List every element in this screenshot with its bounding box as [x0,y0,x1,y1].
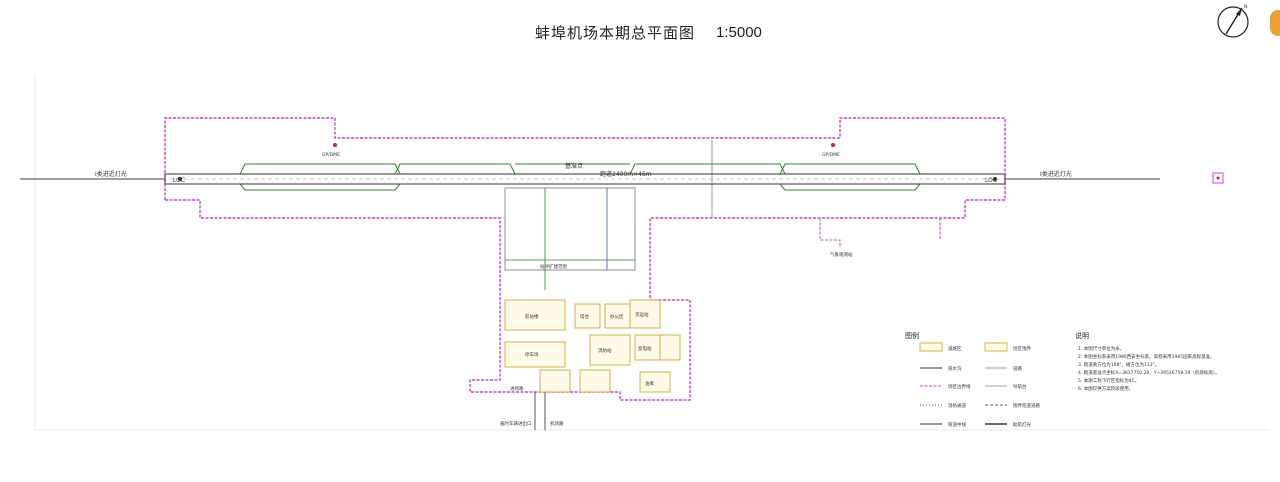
apron-group [504,140,713,290]
notes-line-2: 3. 跑道真方位为108°，磁方位为113°。 [1078,361,1159,368]
notes-line-1: 2. 本图坐标系采用1980西安坐标系，高程采用1985国家高程基准。 [1078,353,1215,360]
corner-marker [1270,10,1280,36]
fuel-label: 油库 [645,380,654,387]
office-label: 办公区 [610,313,624,320]
legend-item-8: 跑道中线 [948,421,966,428]
legend-item-2: 排水沟 [948,365,962,372]
power-station [634,334,661,361]
legend-swatch-0 [919,342,943,352]
notes-line-0: 1. 本图尺寸单位为米。 [1078,345,1124,352]
entrance-label: 机场路 [550,420,564,427]
notes-line-4: 5. 本期工程飞行区指标为4C。 [1078,377,1139,384]
road-label: 进场路 [510,385,524,392]
fire-label: 消防站 [598,347,612,354]
legend-item-6: 消防通道 [948,402,966,409]
terminal-area [504,299,681,393]
gp-label-right: GP/DME [822,152,840,158]
notes-line-5: 6. 本图仅供方案阶段使用。 [1078,385,1133,392]
tower-label: 塔台 [580,313,589,320]
north-arrow-head [1236,8,1242,16]
notes-line-3: 4. 跑道基准点坐标X=3637750.28，Y=39526758.19（机场标… [1078,369,1220,376]
loc-label-left: LOC [173,177,185,184]
apron [504,187,636,271]
loc-right-marker [993,177,997,181]
gp-right-marker [831,143,835,147]
weather-branch [819,218,941,248]
gp-left-marker [333,143,337,147]
navaids [178,143,1224,184]
legend: 图例 道路区 场区围界 排水沟 道路 场区边界线 导航台 消防通道 围界巡逻道路… [905,331,1040,428]
access-road [534,392,546,430]
terminal-building [504,299,566,331]
cargo-building [629,299,661,329]
far-navaid-marker [1216,176,1220,180]
drawing-frame [34,75,1270,431]
runway-group [20,173,1160,185]
notes: 说明 1. 本图尺寸单位为米。 2. 本图坐标系采用1980西安坐标系，高程采用… [1075,331,1220,392]
scale-label: 1:5000 [716,24,762,41]
parking-area [504,341,566,368]
legend-item-0: 道路区 [948,345,962,352]
runway-label: 跑道2400m×45m [600,170,652,178]
legend-item-1: 场区围界 [1013,345,1031,352]
entrance-building [539,369,571,393]
loc-label-right: LOC [985,177,997,184]
north-arrow-circle [1217,6,1249,38]
notes-heading: 说明 [1075,331,1089,340]
legend-item-5: 导航台 [1013,383,1027,390]
legend-item-7: 围界巡逻道路 [1013,402,1040,409]
cargo-label: 货运站 [635,311,649,318]
loc-left-marker [178,177,182,181]
terminal-label: 航站楼 [525,313,539,320]
tower-building [574,303,601,329]
gp-label-left: GP/DME [322,152,340,158]
weather-label: 气象观测站 [830,251,853,258]
legend-item-3: 道路 [1013,365,1022,372]
maintenance-building [579,369,611,393]
legend-heading: 图例 [905,331,919,340]
apron-label: 站坪扩建范围 [540,263,567,270]
legend-swatch-1 [984,342,1008,352]
approach-label-right: I类进近灯光 [1040,170,1072,178]
page-title: 蚌埠机场本期总平面图 [535,24,696,42]
legend-item-4: 场区边界线 [948,383,971,390]
airport-fence [164,117,1006,401]
north-arrow: N [1217,4,1249,38]
taxiway [239,163,921,191]
datum-label: 基准点 [565,162,583,170]
parking-label: 停车场 [525,351,539,358]
utility-building [659,334,681,361]
north-label: N [1244,4,1247,10]
outer-entrance-label: 临时车辆进出口 [500,420,532,427]
approach-label-left: I类进近灯光 [95,170,127,178]
fuel-depot [639,371,671,393]
power-label: 变电站 [638,345,652,352]
fire-station [589,334,631,366]
legend-item-9: 助航灯光 [1013,421,1031,428]
far-navaid [1212,172,1224,184]
